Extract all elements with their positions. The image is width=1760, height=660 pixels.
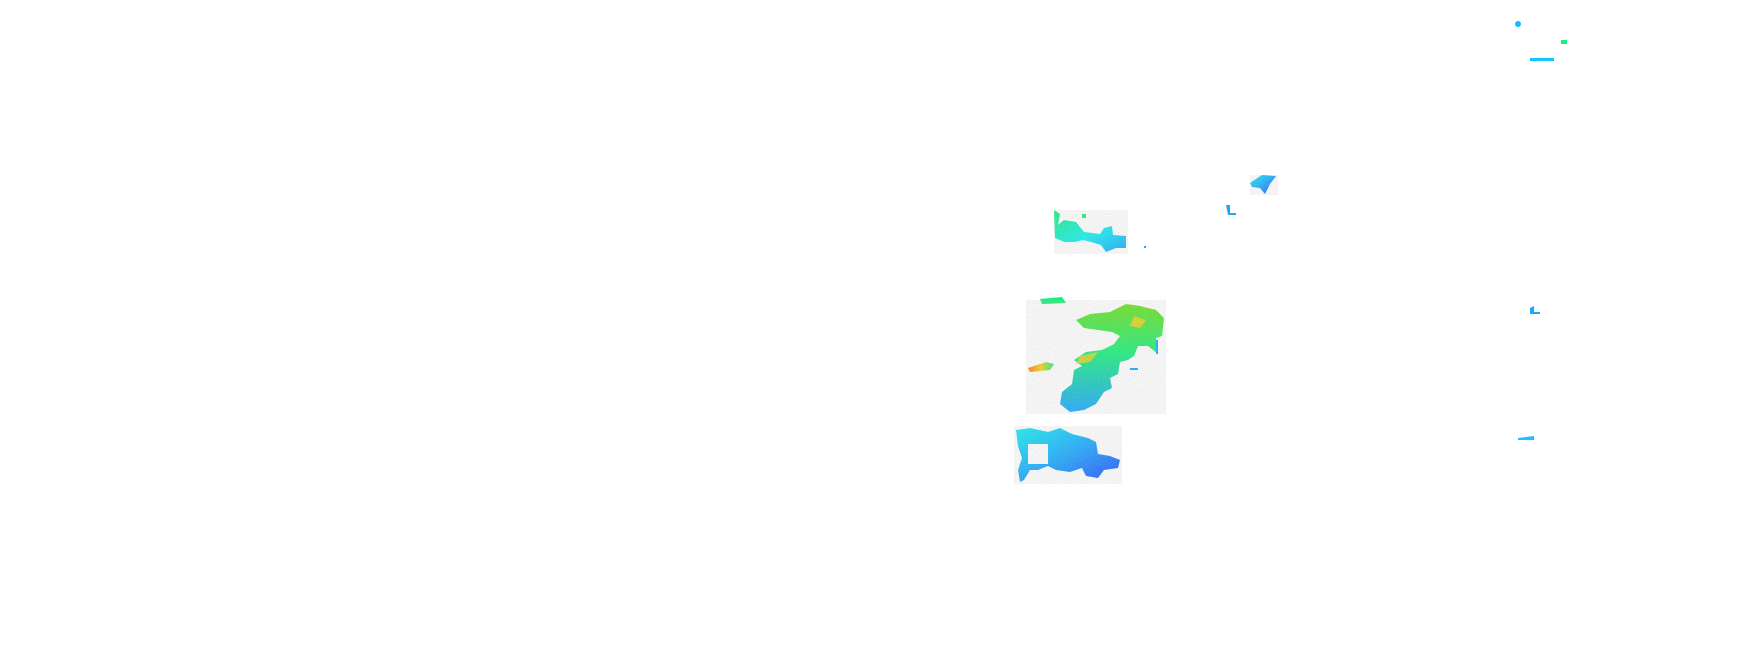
patch-south-blue [1014,426,1122,484]
patch-north-center [1054,210,1146,254]
patch-top-right [1515,21,1567,61]
patch-east-edge [1518,306,1540,440]
patch-central-large [1026,300,1166,414]
patch-northeast [1226,175,1278,215]
